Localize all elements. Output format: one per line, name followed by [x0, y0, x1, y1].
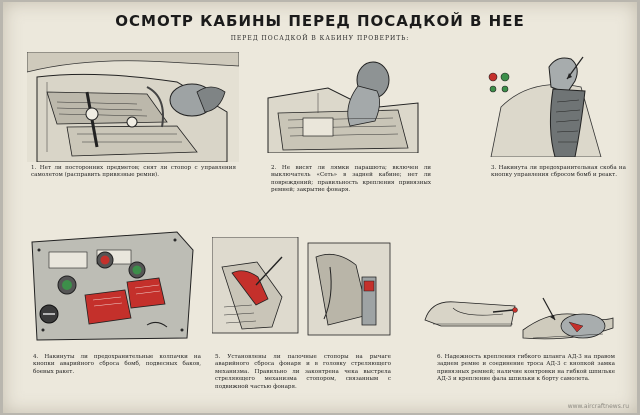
caption-6: 6. Надежность крепления гибкого шланга А… — [437, 354, 615, 383]
page-subtitle: ПЕРЕД ПОСАДКОЙ В КАБИНУ ПРОВЕРИТЬ: — [230, 35, 410, 42]
caption-5: 5. Установлены ли палочные стопоры на ры… — [215, 354, 391, 390]
caption-1: 1. Нет ли посторонних предметов; снят ли… — [31, 165, 236, 179]
illustration-emergency-buttons — [27, 230, 195, 342]
illustration-harness-lock — [423, 290, 619, 350]
caption-2: 2. Не висят ли лямки парашюта; включен л… — [271, 165, 431, 194]
illustration-canopy-release — [212, 237, 392, 345]
illustration-control-stick — [471, 47, 611, 157]
illustration-cockpit-interior — [27, 52, 239, 162]
poster-sheet: ОСМОТР КАБИНЫ ПЕРЕД ПОСАДКОЙ В НЕЕ ПЕРЕД… — [3, 2, 637, 413]
illustration-rear-cockpit — [258, 58, 428, 153]
watermark: www.aircraftnews.ru — [567, 403, 629, 410]
caption-4: 4. Накинуты ли предохранительные колпачк… — [33, 354, 201, 375]
caption-3: 3. Накинута ли предохранительная скоба н… — [491, 165, 626, 179]
page-title: ОСМОТР КАБИНЫ ПЕРЕД ПОСАДКОЙ В НЕЕ — [115, 12, 525, 30]
